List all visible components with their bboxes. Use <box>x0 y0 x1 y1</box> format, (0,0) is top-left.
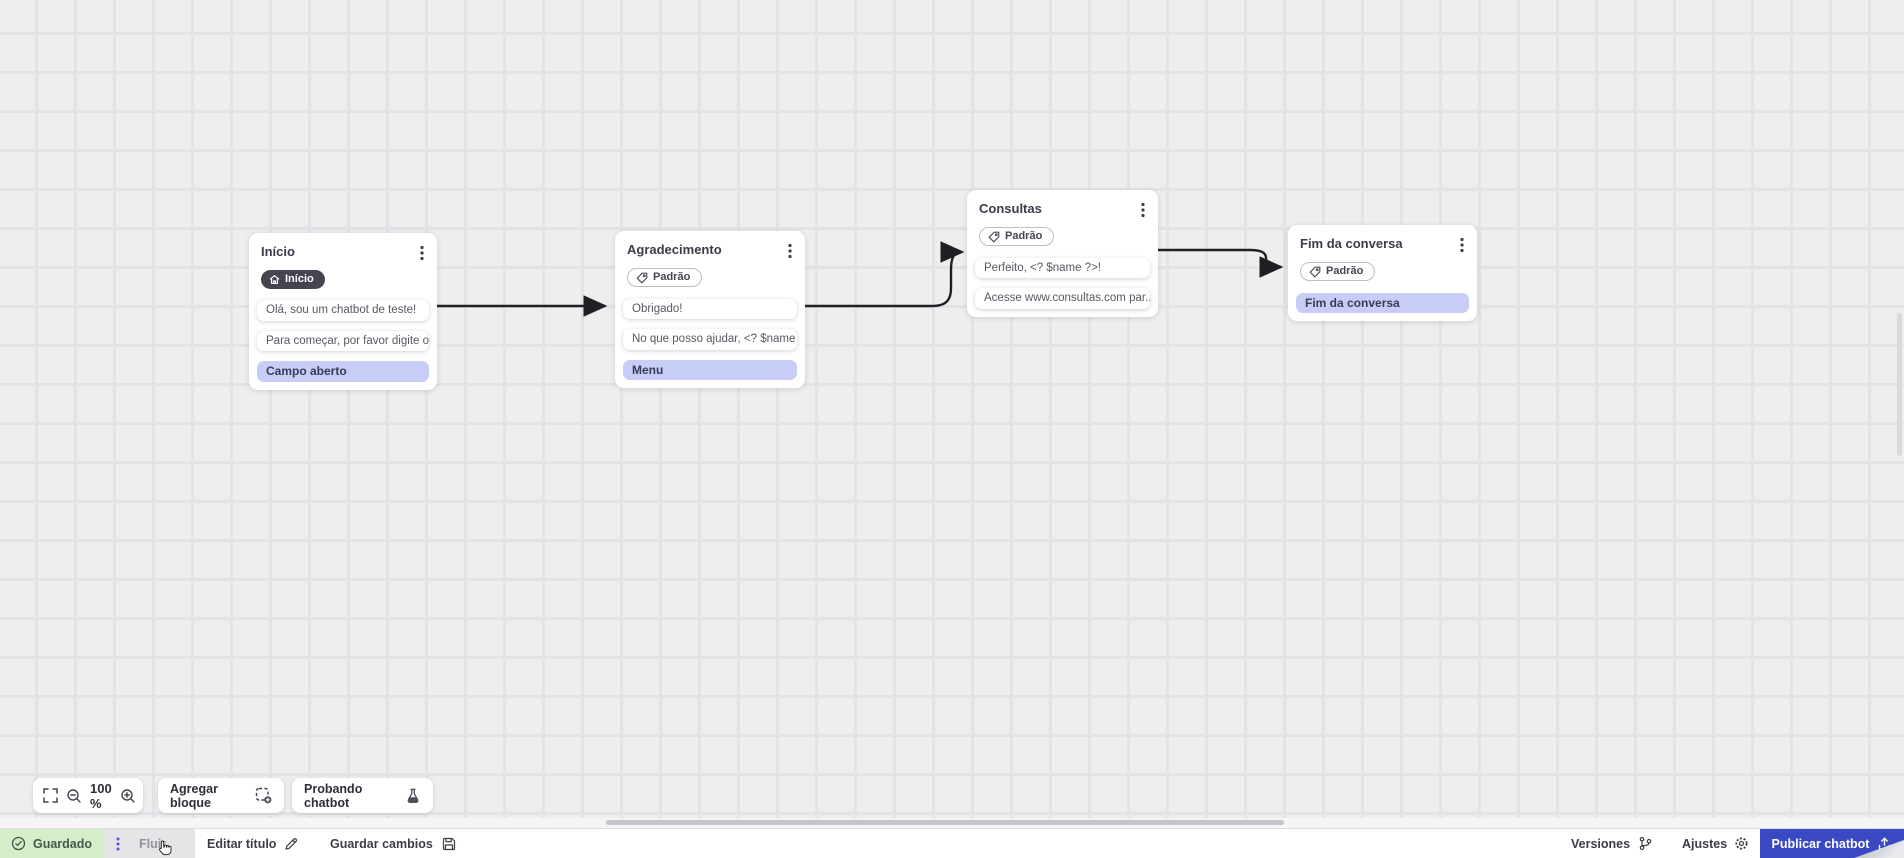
flow-node-fim-da-conversa[interactable]: Fim da conversa Padrão Fim da conversa <box>1288 225 1477 321</box>
flow-node-consultas[interactable]: Consultas Padrão Perfeito, <? $name ?>! … <box>967 190 1158 317</box>
kebab-menu-icon[interactable] <box>1457 236 1467 254</box>
zoom-level: 100 % <box>90 780 112 811</box>
vertical-scrollbar-thumb[interactable] <box>1897 313 1902 456</box>
node-type-badge: Padrão <box>627 268 703 287</box>
output-row[interactable]: Fim da conversa <box>1296 292 1469 313</box>
home-icon <box>269 274 280 285</box>
node-type-badge: Início <box>261 270 325 289</box>
edit-title-button[interactable]: Editar título <box>199 829 306 858</box>
check-circle-icon <box>11 836 26 851</box>
badge-label: Padrão <box>653 271 691 283</box>
kebab-menu-icon[interactable] <box>116 837 120 851</box>
connector-lines <box>437 241 1284 317</box>
message-row[interactable]: No que posso ajudar, <? $name ... <box>623 329 797 350</box>
flask-icon <box>405 788 421 804</box>
zoom-controls: 100 % <box>33 778 143 813</box>
tab-flow[interactable]: Fluir <box>103 829 195 858</box>
node-title: Agradecimento <box>627 242 722 257</box>
node-title: Consultas <box>979 201 1042 216</box>
message-row[interactable]: Obrigado! <box>623 298 797 319</box>
kebab-menu-icon[interactable] <box>785 242 795 260</box>
add-block-icon <box>255 787 272 804</box>
add-block-label: Agregar bloque <box>170 781 218 810</box>
kebab-menu-icon[interactable] <box>1138 201 1148 219</box>
test-chatbot-label: Probando chatbot <box>304 781 363 810</box>
versions-button[interactable]: Versiones <box>1565 829 1659 858</box>
node-title: Início <box>261 244 295 259</box>
node-title: Fim da conversa <box>1300 236 1403 251</box>
gear-icon <box>1734 836 1749 851</box>
settings-label: Ajustes <box>1682 836 1728 851</box>
node-type-badge: Padrão <box>979 227 1055 246</box>
tag-icon <box>1309 266 1321 278</box>
badge-label: Início <box>285 273 314 285</box>
zoom-in-icon[interactable] <box>120 788 136 804</box>
saved-status-badge: Guardado <box>0 829 103 858</box>
edit-title-label: Editar título <box>207 836 277 851</box>
message-row[interactable]: Acesse www.consultas.com par... <box>975 288 1150 309</box>
pencil-icon <box>284 837 298 851</box>
flow-tab-label: Fluir <box>139 836 167 851</box>
message-row[interactable]: Olá, sou um chatbot de teste! <box>257 300 429 321</box>
tag-icon <box>988 231 1000 243</box>
flow-node-agradecimento[interactable]: Agradecimento Padrão Obrigado! No que po… <box>615 231 805 388</box>
settings-button[interactable]: Ajustes <box>1676 829 1755 858</box>
zoom-out-icon[interactable] <box>66 788 82 804</box>
publish-label: Publicar chatbot <box>1771 836 1870 851</box>
bottom-status-bar: Guardado Fluir Editar título Guardar cam… <box>0 828 1904 858</box>
output-row[interactable]: Campo aberto <box>257 361 429 382</box>
add-block-button[interactable]: Agregar bloque <box>158 778 284 813</box>
floppy-icon <box>442 837 456 851</box>
save-changes-button[interactable]: Guardar cambios <box>322 829 464 858</box>
flow-node-inicio[interactable]: Início Início Olá, sou um chatbot de tes… <box>249 233 437 390</box>
badge-label: Padrão <box>1005 230 1043 242</box>
test-chatbot-button[interactable]: Probando chatbot <box>292 778 433 813</box>
git-branch-icon <box>1638 836 1653 851</box>
tag-icon <box>636 272 648 284</box>
flow-canvas[interactable]: Início Início Olá, sou um chatbot de tes… <box>0 0 1904 818</box>
message-row[interactable]: Para começar, por favor digite o ... <box>257 330 429 351</box>
output-row[interactable]: Menu <box>623 359 797 380</box>
versions-label: Versiones <box>1571 836 1631 851</box>
badge-label: Padrão <box>1326 265 1364 277</box>
message-row[interactable]: Perfeito, <? $name ?>! <box>975 257 1150 278</box>
saved-label: Guardado <box>32 836 93 851</box>
save-changes-label: Guardar cambios <box>330 836 433 851</box>
kebab-menu-icon[interactable] <box>417 244 427 262</box>
fullscreen-icon[interactable] <box>43 788 58 803</box>
node-type-badge: Padrão <box>1300 262 1376 281</box>
horizontal-scrollbar-thumb[interactable] <box>606 820 1284 825</box>
